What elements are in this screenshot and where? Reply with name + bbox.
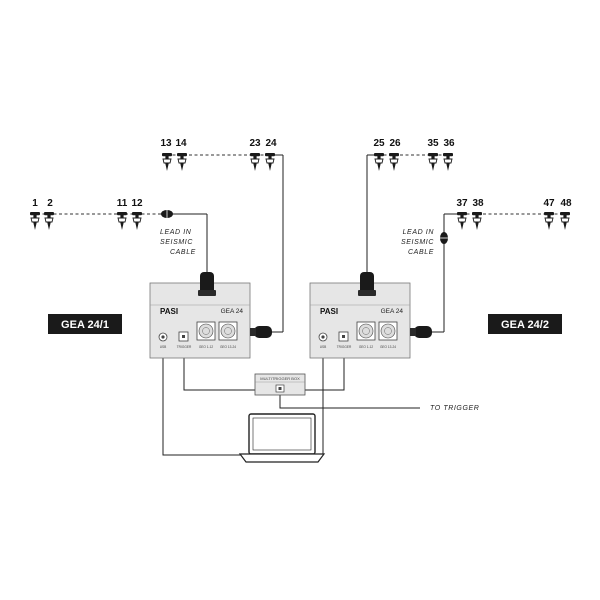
label-geophone-36: 36 <box>443 138 455 149</box>
label-geophone-35: 35 <box>427 138 439 149</box>
unit-1-model: GEA 24 <box>221 308 244 315</box>
lead-in-left-line2: SEISMIC <box>160 239 193 246</box>
label-geophone-25: 25 <box>373 138 385 149</box>
unit-1-side-plug <box>250 326 272 338</box>
badge-gea-24-1-text: GEA 24/1 <box>61 319 109 331</box>
label-geophone-14: 14 <box>175 138 187 149</box>
unit-1-con2-label: GEO 13-24 <box>220 345 236 349</box>
badge-gea-24-2: GEA 24/2 <box>488 314 562 334</box>
unit-2-con2-label: GEO 13-24 <box>380 345 396 349</box>
label-geophone-37: 37 <box>456 198 468 209</box>
unit-1-brand: PASI <box>160 307 178 316</box>
badge-gea-24-1: GEA 24/1 <box>48 314 122 334</box>
label-geophone-13: 13 <box>160 138 172 149</box>
laptop <box>238 413 326 463</box>
label-geophone-24: 24 <box>265 138 277 149</box>
unit-1-trigger-label: TRIGGER <box>177 345 192 349</box>
lead-in-right-line3: CABLE <box>408 249 434 256</box>
unit-2-trigger-label: TRIGGER <box>337 345 352 349</box>
lead-in-left-line3: CABLE <box>170 249 196 256</box>
lead-in-right-line1: LEAD IN <box>403 229 435 236</box>
geophone-23 <box>249 152 261 172</box>
geophone-2 <box>43 211 55 231</box>
geophone-14 <box>176 152 188 172</box>
label-geophone-2: 2 <box>47 198 53 209</box>
geophone-47 <box>543 211 555 231</box>
label-geophone-23: 23 <box>249 138 261 149</box>
unit-2-model: GEA 24 <box>381 308 404 315</box>
unit-2-brand: PASI <box>320 307 338 316</box>
label-geophone-1: 1 <box>32 198 38 209</box>
multitrigger-box-label: MULTITRIGGER BOX <box>260 376 300 381</box>
unit-2-con1-label: GEO 1-12 <box>359 345 374 349</box>
multitrigger-box: MULTITRIGGER BOX <box>254 373 306 396</box>
geophone-11 <box>116 211 128 231</box>
geophone-13 <box>161 152 173 172</box>
geophone-12 <box>131 211 143 231</box>
to-trigger-label: TO TRIGGER <box>430 405 479 412</box>
label-geophone-47: 47 <box>543 198 555 209</box>
unit-2-usb-label: USB <box>320 345 327 349</box>
geophone-26 <box>388 152 400 172</box>
cable-usb-unit1 <box>162 340 244 456</box>
unit-2-side-plug <box>410 326 432 338</box>
unit-1-usb-label: USB <box>160 345 167 349</box>
gea-unit-1: PASI GEA 24 USB TRIGGER GEO 1-12 GEO 13-… <box>149 272 251 359</box>
geophone-25 <box>373 152 385 172</box>
geophone-37 <box>456 211 468 231</box>
badge-gea-24-2-text: GEA 24/2 <box>501 319 549 331</box>
gea-unit-2: PASI GEA 24 USB TRIGGER GEO 1-12 GEO 13-… <box>309 272 411 359</box>
geophone-24 <box>264 152 276 172</box>
cable-to-trigger <box>279 395 420 409</box>
geophone-1 <box>29 211 41 231</box>
geophone-48 <box>559 211 571 231</box>
geophone-38 <box>471 211 483 231</box>
label-geophone-26: 26 <box>389 138 401 149</box>
label-geophone-48: 48 <box>560 198 572 209</box>
geophone-35 <box>427 152 439 172</box>
geophone-36 <box>442 152 454 172</box>
unit-1-con1-label: GEO 1-12 <box>199 345 214 349</box>
lead-in-left-line1: LEAD IN <box>160 229 192 236</box>
label-geophone-12: 12 <box>131 198 143 209</box>
lead-in-right-line2: SEISMIC <box>401 239 434 246</box>
label-geophone-38: 38 <box>472 198 484 209</box>
label-geophone-11: 11 <box>117 198 128 209</box>
